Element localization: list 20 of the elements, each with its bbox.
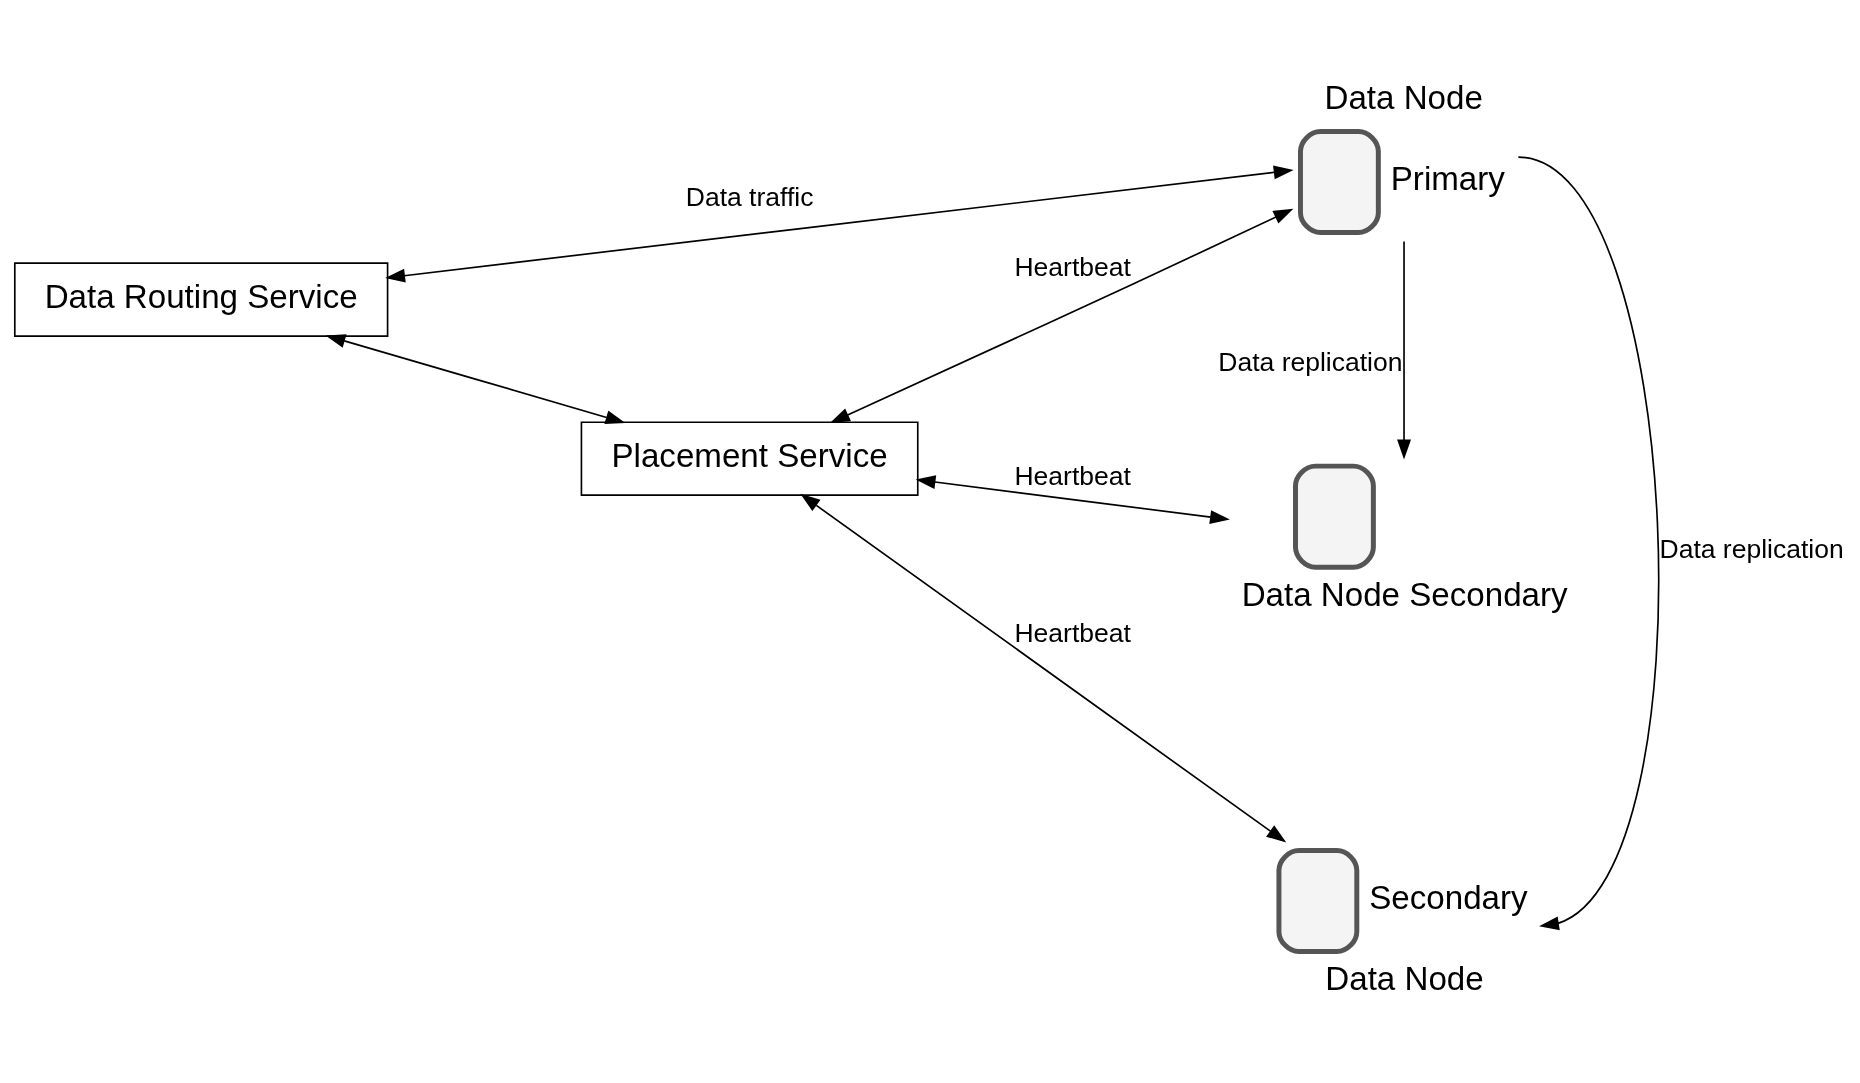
node-label: Data Node bbox=[1324, 79, 1483, 117]
edge-label: Heartbeat bbox=[1014, 460, 1131, 491]
arrow bbox=[385, 165, 1294, 283]
arrow bbox=[915, 475, 1230, 524]
node-box: Data Routing Service bbox=[13, 262, 389, 337]
arrow bbox=[829, 208, 1294, 423]
edge-label: Data traffic bbox=[685, 182, 814, 213]
edge-label: Heartbeat bbox=[1014, 252, 1131, 283]
node-box: Placement Service bbox=[580, 421, 919, 496]
node-label: Data Node bbox=[1325, 960, 1484, 998]
edge-label: Heartbeat bbox=[1014, 618, 1131, 649]
edge-label: Data replication bbox=[1659, 534, 1844, 565]
edge-label: Data replication bbox=[1218, 347, 1403, 378]
arrow bbox=[1517, 156, 1660, 931]
arrow bbox=[325, 334, 626, 424]
node-label: Primary bbox=[1390, 160, 1505, 198]
node-label: Secondary bbox=[1369, 879, 1528, 917]
arrow bbox=[1397, 240, 1411, 460]
arrow bbox=[800, 493, 1287, 843]
node-label: Data Node Secondary bbox=[1241, 576, 1568, 614]
